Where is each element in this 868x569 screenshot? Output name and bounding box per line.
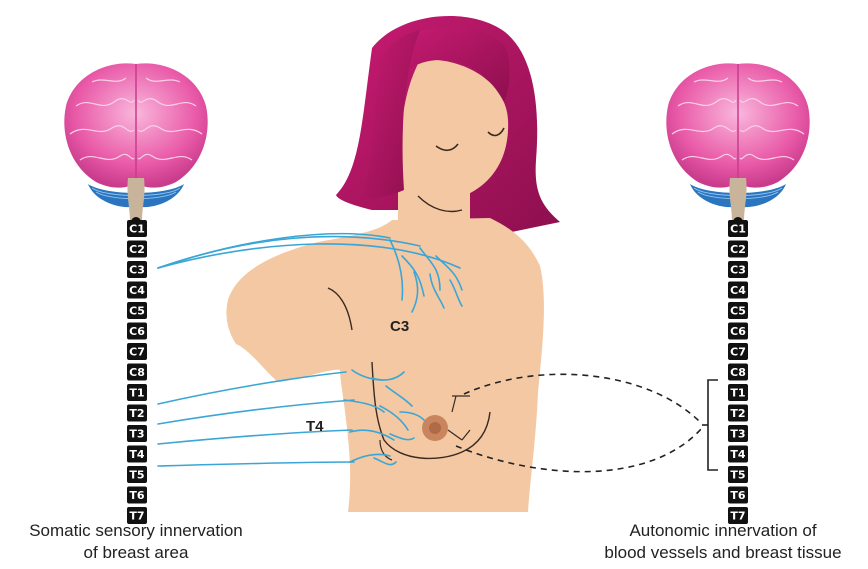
right-vertebra-t1: T1	[728, 384, 748, 401]
left-vertebra-t2: T2	[127, 405, 147, 422]
left-vertebra-c6: C6	[127, 323, 147, 340]
right-vertebra-label: C8	[730, 366, 746, 379]
t4-dermatome-label: T4	[306, 418, 324, 435]
right-vertebra-c5: C5	[728, 302, 748, 319]
right-caption-line1: Autonomic innervation of	[578, 520, 868, 542]
left-vertebra-t1: T1	[127, 384, 147, 401]
right-vertebra-t3: T3	[728, 425, 748, 442]
right-vertebra-t5: T5	[728, 466, 748, 483]
left-vertebra-label: C3	[129, 264, 145, 277]
left-vertebra-label: T1	[129, 387, 144, 400]
left-vertebra-c7: C7	[127, 343, 147, 360]
left-caption-line2: of breast area	[0, 542, 272, 564]
right-vertebra-label: C2	[730, 243, 746, 256]
left-vertebra-t3: T3	[127, 425, 147, 442]
c3-dermatome-label: C3	[390, 318, 409, 335]
right-vertebra-t6: T6	[728, 487, 748, 504]
left-vertebra-label: C2	[129, 243, 145, 256]
right-vertebra-c3: C3	[728, 261, 748, 278]
left-brain-icon	[64, 63, 207, 227]
left-vertebra-label: T6	[129, 489, 145, 502]
right-caption-line2: blood vessels and breast tissue	[578, 542, 868, 564]
left-vertebra-t5: T5	[127, 466, 147, 483]
left-vertebra-label: C1	[129, 223, 145, 236]
right-vertebra-c4: C4	[728, 282, 748, 299]
right-vertebra-label: C5	[730, 305, 746, 318]
right-vertebra-label: T3	[730, 428, 745, 441]
right-vertebra-label: C3	[730, 264, 746, 277]
right-vertebra-label: C7	[730, 346, 746, 359]
left-vertebra-label: T3	[129, 428, 144, 441]
left-vertebra-c5: C5	[127, 302, 147, 319]
right-vertebra-label: C4	[730, 284, 746, 297]
right-vertebra-label: C6	[730, 325, 746, 338]
right-vertebra-t4: T4	[728, 446, 748, 463]
left-vertebra-label: C6	[129, 325, 145, 338]
right-vertebra-c8: C8	[728, 364, 748, 381]
left-vertebra-c8: C8	[127, 364, 147, 381]
left-vertebra-label: T4	[129, 448, 145, 461]
left-vertebra-t4: T4	[127, 446, 147, 463]
right-vertebra-c7: C7	[728, 343, 748, 360]
right-vertebra-label: T4	[730, 448, 746, 461]
right-vertebra-t2: T2	[728, 405, 748, 422]
right-vertebra-label: T5	[730, 469, 745, 482]
right-vertebra-c2: C2	[728, 241, 748, 258]
left-vertebra-c2: C2	[127, 241, 147, 258]
left-vertebra-label: C8	[129, 366, 145, 379]
left-vertebra-c4: C4	[127, 282, 147, 299]
right-brain-icon	[666, 63, 809, 227]
left-vertebra-label: C7	[129, 346, 145, 359]
right-vertebra-label: T2	[730, 407, 745, 420]
right-caption: Autonomic innervation of blood vessels a…	[578, 520, 868, 564]
right-vertebra-label: C1	[730, 223, 746, 236]
right-vertebra-label: T6	[730, 489, 746, 502]
left-vertebra-label: C5	[129, 305, 145, 318]
left-vertebra-c3: C3	[127, 261, 147, 278]
left-vertebra-c1: C1	[127, 220, 147, 237]
left-caption-line1: Somatic sensory innervation	[0, 520, 272, 542]
left-vertebra-t6: T6	[127, 487, 147, 504]
right-vertebra-label: T1	[730, 387, 745, 400]
left-caption: Somatic sensory innervation of breast ar…	[0, 520, 272, 564]
right-vertebra-c6: C6	[728, 323, 748, 340]
woman-figure	[226, 16, 560, 512]
left-vertebra-label: C4	[129, 284, 145, 297]
right-vertebra-c1: C1	[728, 220, 748, 237]
left-vertebra-label: T2	[129, 407, 144, 420]
left-vertebra-label: T5	[129, 469, 144, 482]
